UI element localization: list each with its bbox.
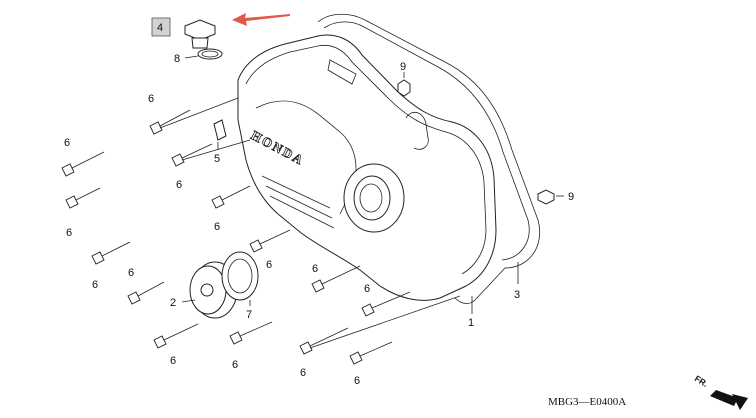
clutch-cover-boss-bore — [359, 183, 383, 213]
dowel-pin-lower — [537, 189, 555, 205]
callout-6: 6 — [170, 355, 176, 367]
bolt — [311, 279, 325, 293]
item-4-box — [151, 17, 171, 37]
callout-6: 6 — [364, 283, 370, 295]
callout-6: 6 — [214, 221, 220, 233]
bolt — [127, 291, 141, 305]
callout-6: 6 — [312, 263, 318, 275]
callout-9-upper: 9 — [400, 61, 406, 73]
callout-2: 2 — [170, 297, 176, 309]
front-label: FR. — [693, 373, 710, 389]
highlight-arrow — [232, 13, 290, 26]
callout-6: 6 — [266, 259, 272, 271]
cover-fins — [261, 175, 335, 229]
o-ring-inner — [201, 50, 219, 58]
bolt — [171, 153, 185, 167]
front-arrow-icon — [710, 390, 748, 410]
clutch-cover-rim — [245, 44, 487, 275]
bolt — [249, 239, 263, 253]
cover-gasket — [317, 13, 540, 304]
cap-o-ring — [221, 251, 259, 301]
callout-6: 6 — [128, 267, 134, 279]
diagram-code: MBG3—E0400A — [548, 396, 626, 408]
callout-5: 5 — [214, 153, 220, 165]
bolts — [61, 97, 461, 365]
bolt — [149, 121, 163, 135]
callout-6: 6 — [92, 279, 98, 291]
callout-7: 7 — [246, 309, 252, 321]
bolt — [61, 163, 75, 177]
callout-6: 6 — [354, 375, 360, 387]
bolt — [91, 251, 105, 265]
callout-1: 1 — [468, 317, 474, 329]
bolt — [299, 341, 313, 355]
front-direction-indicator: FR. — [693, 373, 748, 410]
bolt — [229, 331, 243, 345]
callout-6: 6 — [300, 367, 306, 379]
wire-clip — [213, 119, 227, 141]
callout-6: 6 — [176, 179, 182, 191]
bolt — [211, 195, 225, 209]
bolt — [361, 303, 375, 317]
cable-stay — [405, 111, 429, 150]
clutch-cover-boss-inner — [353, 175, 391, 221]
callout-6: 6 — [66, 227, 72, 239]
cover-rib — [327, 59, 357, 85]
bolt — [349, 351, 363, 365]
callout-6: 6 — [148, 93, 154, 105]
callout-8: 8 — [174, 53, 180, 65]
callout-6: 6 — [64, 137, 70, 149]
callout-6: 6 — [232, 359, 238, 371]
callout-9-lower: 9 — [568, 191, 574, 203]
callout-4: 4 — [157, 22, 163, 34]
cover-gasket-inner — [323, 21, 530, 261]
bolt — [65, 195, 79, 209]
dowel-pin-upper — [397, 79, 411, 97]
oil-filler-cap — [184, 19, 216, 49]
callout-3: 3 — [514, 289, 520, 301]
bolt — [153, 335, 167, 349]
